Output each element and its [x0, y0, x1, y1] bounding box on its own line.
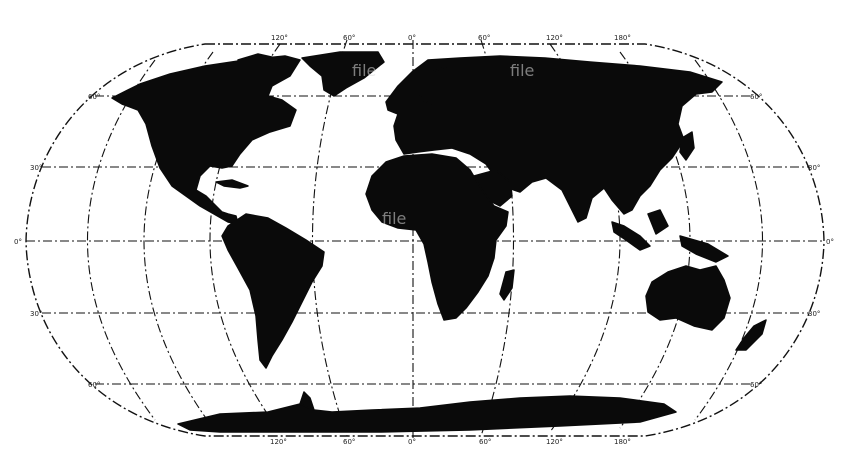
bottom-label: 180°	[614, 438, 631, 446]
right-label: 60°	[750, 381, 762, 389]
south-america	[221, 213, 325, 369]
bottom-label: 120°	[546, 438, 563, 446]
watermark-text: file	[382, 209, 406, 228]
north-america	[111, 55, 301, 225]
bottom-label: 0°	[408, 438, 416, 446]
meridian	[549, 43, 621, 433]
top-longitude-labels: 120° 60° 0° 60° 120° 180°	[271, 34, 631, 42]
right-label: 0°	[826, 238, 834, 246]
meridian	[694, 59, 763, 421]
left-label: 30°	[30, 310, 42, 318]
antarctic-peninsula	[299, 391, 315, 411]
southeast-asia-islands	[611, 209, 729, 263]
eurasia	[385, 55, 723, 223]
top-label: 60°	[478, 34, 490, 42]
top-label: 60°	[343, 34, 355, 42]
bottom-longitude-labels: 120° 60° 0° 60° 120° 180°	[270, 438, 631, 446]
right-label: 30°	[808, 164, 820, 172]
new-zealand	[735, 319, 767, 351]
british-isles	[397, 93, 411, 113]
arctic-islands	[237, 53, 277, 73]
watermark-text: file	[352, 61, 376, 80]
left-label: 60°	[88, 381, 100, 389]
left-label: 60°	[88, 93, 100, 101]
map-outline	[25, 43, 825, 437]
bottom-label: 60°	[479, 438, 491, 446]
australia	[645, 265, 731, 331]
madagascar	[499, 269, 515, 301]
watermark-text: file	[510, 61, 534, 80]
meridian	[312, 39, 348, 437]
landmasses	[111, 51, 767, 433]
top-label: 180°	[614, 34, 631, 42]
top-label: 120°	[546, 34, 563, 42]
top-label: 120°	[271, 34, 288, 42]
bottom-label: 120°	[270, 438, 287, 446]
right-label: 60°	[750, 93, 762, 101]
meridian	[209, 43, 281, 433]
left-label: 30°	[30, 164, 42, 172]
top-label: 0°	[408, 34, 416, 42]
bottom-label: 60°	[343, 438, 355, 446]
left-label: 0°	[14, 238, 22, 246]
cuba	[215, 179, 249, 189]
japan	[679, 131, 695, 161]
scandinavia	[417, 65, 455, 105]
greenland	[301, 51, 385, 97]
meridian	[143, 51, 214, 429]
right-latitude-labels: 60° 30° 0° 30° 60°	[750, 93, 834, 389]
africa	[365, 153, 509, 321]
watermark: file file file	[352, 61, 534, 228]
left-latitude-labels: 60° 30° 0° 30° 60°	[14, 93, 100, 389]
meridian	[87, 59, 156, 421]
antarctica	[177, 395, 677, 433]
right-label: 30°	[808, 310, 820, 318]
